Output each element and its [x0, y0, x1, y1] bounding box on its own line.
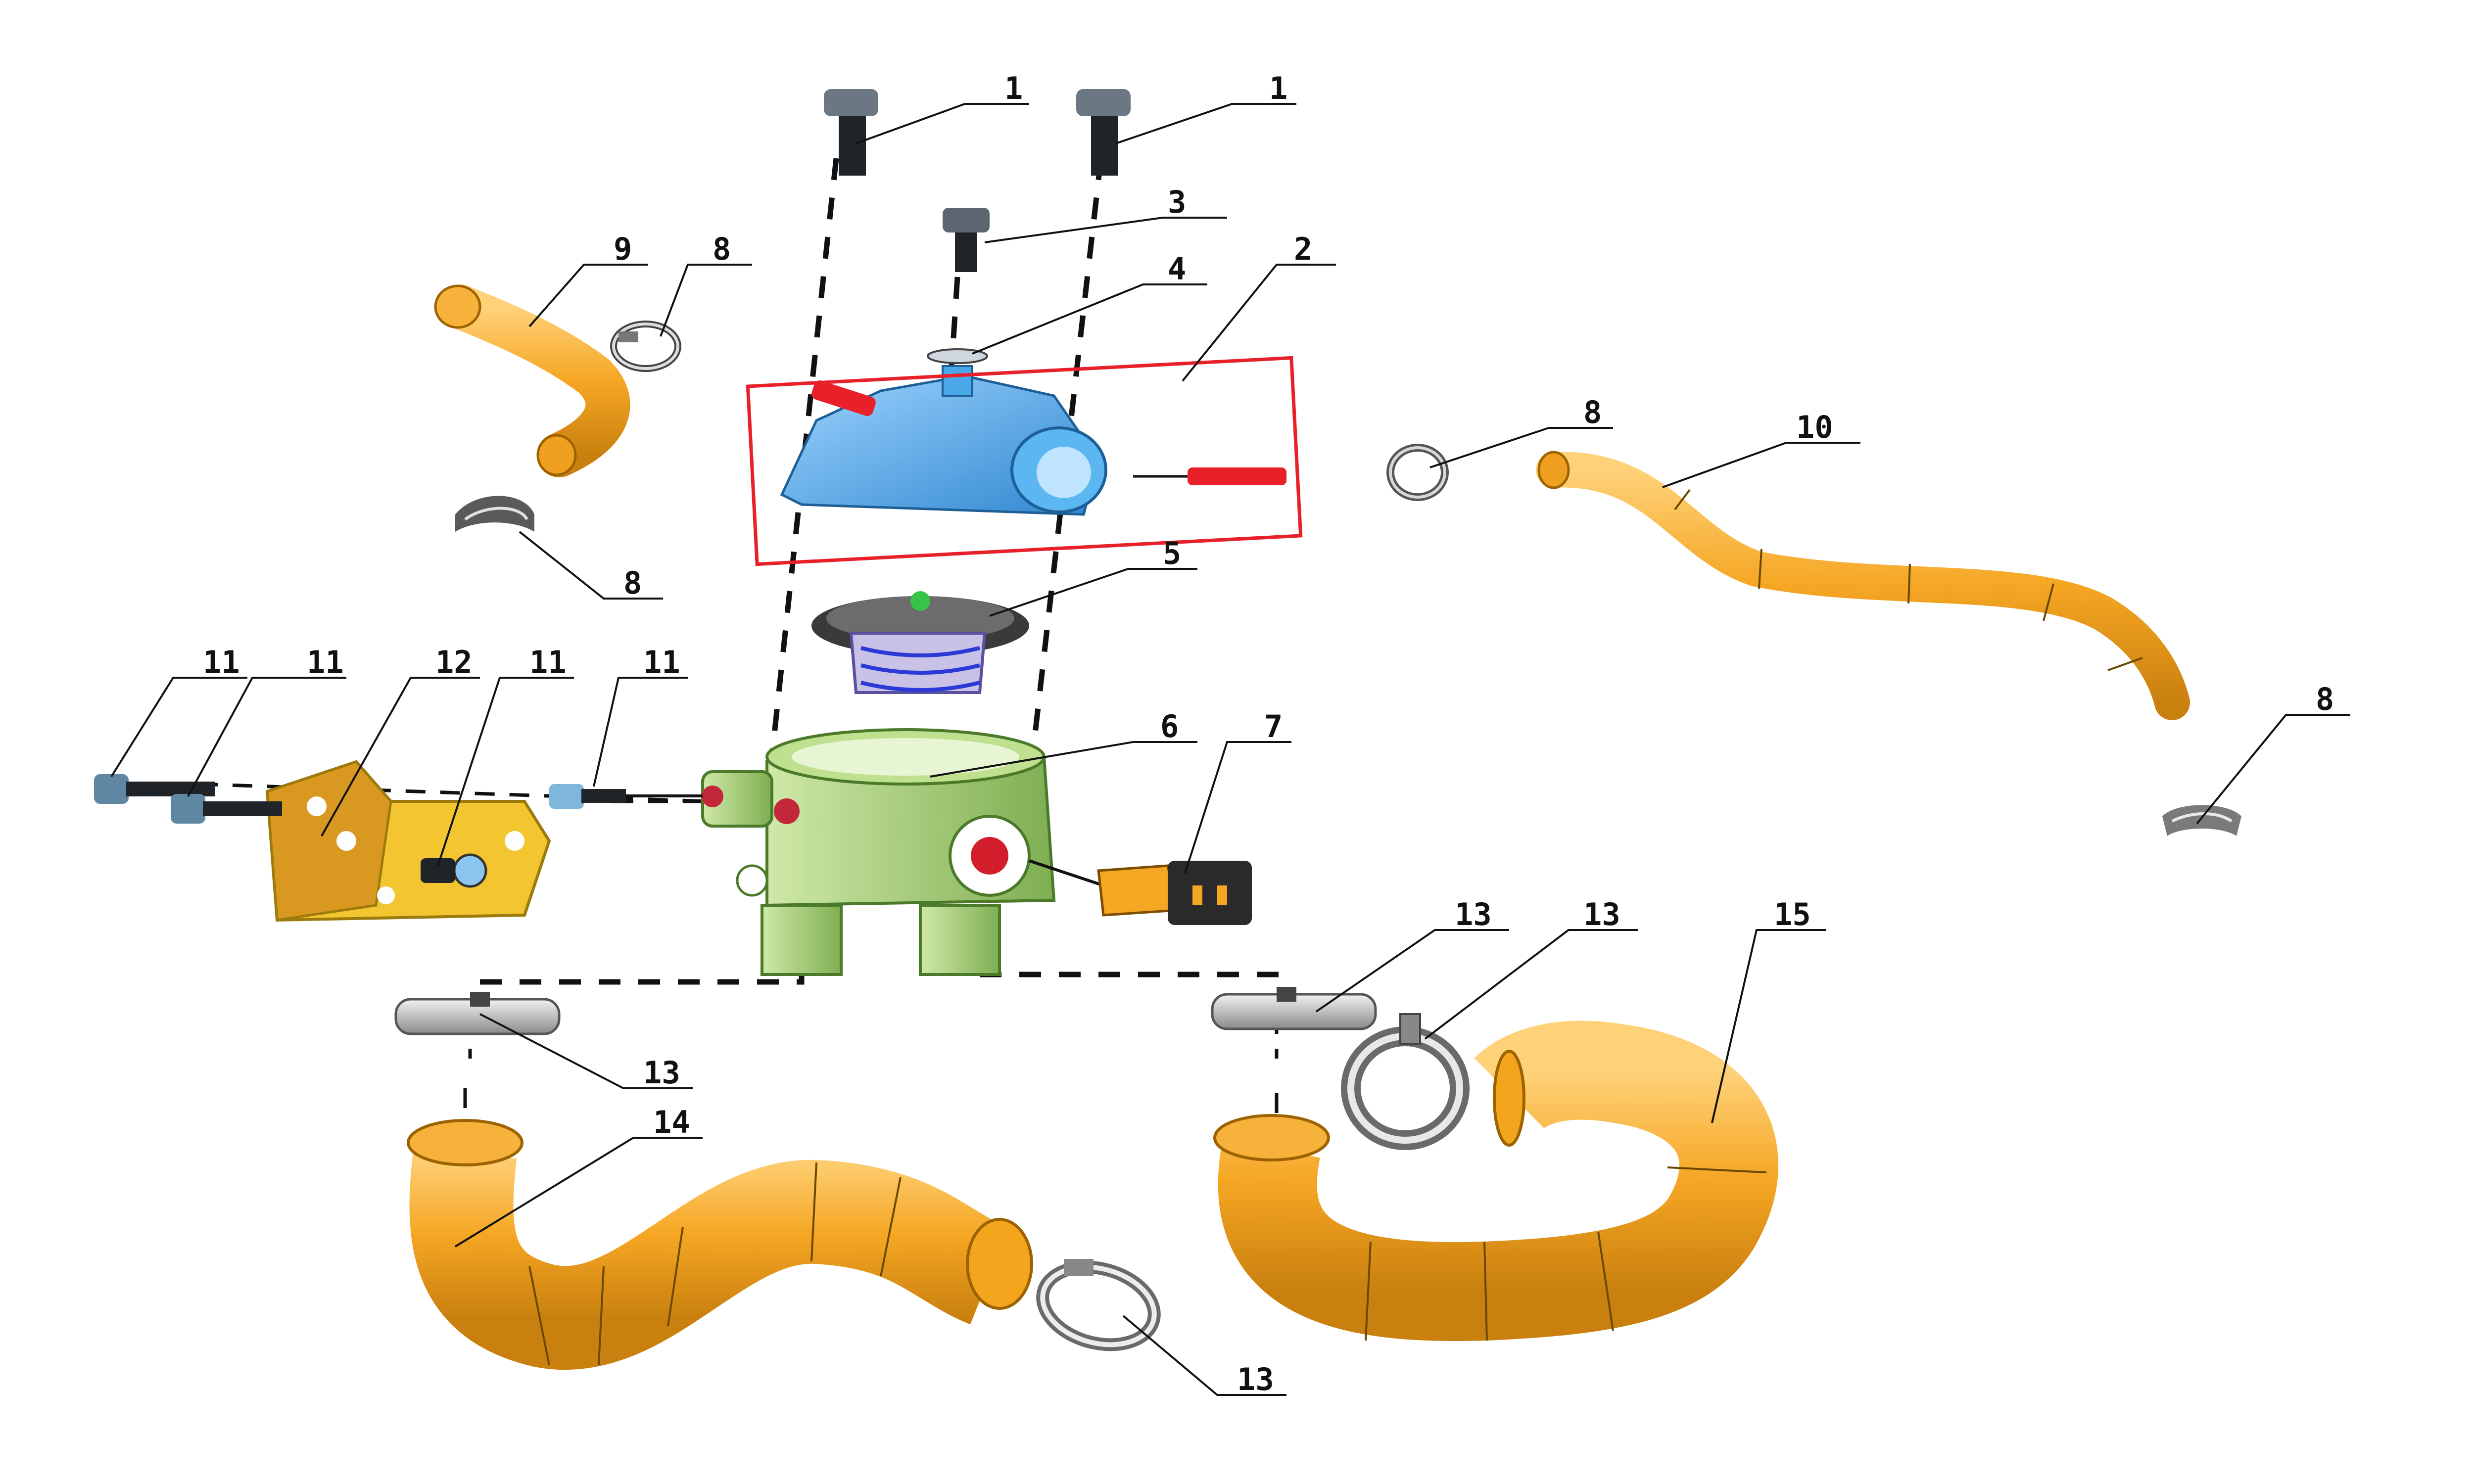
assembly-highlight-box: [746, 356, 1303, 566]
callout-15: 15: [1774, 896, 1811, 932]
callout-11-c: 11: [529, 644, 567, 680]
callout-13-bottom: 13: [1237, 1361, 1274, 1397]
callout-9: 9: [614, 231, 632, 267]
callout-1-left: 1: [1004, 70, 1023, 106]
thermostat-housing-6: [701, 728, 1056, 976]
thermostat-cover-2: [780, 365, 1286, 516]
callout-5: 5: [1163, 535, 1181, 571]
callout-13-center: 13: [1455, 896, 1492, 932]
assembly-guide-lines: [197, 158, 1286, 1133]
callout-6: 6: [1160, 708, 1179, 744]
callout-13-left: 13: [643, 1055, 680, 1091]
bracket-12: [265, 760, 551, 922]
bolt-11-b: [171, 794, 282, 824]
callout-12: 12: [435, 644, 473, 680]
clamp-13-a: [394, 992, 561, 1035]
bolt-11-c: [549, 784, 703, 809]
callout-11-b: 11: [307, 644, 344, 680]
callout-8-upper: 8: [713, 231, 731, 267]
clamp-8-b: [455, 496, 534, 532]
callout-1-right: 1: [1269, 70, 1287, 106]
hose-14: [407, 1119, 1033, 1370]
callout-8-far-right: 8: [2316, 681, 2334, 717]
hose-9: [434, 284, 630, 477]
temperature-sensor-7: [1029, 859, 1252, 925]
callout-13-right: 13: [1583, 896, 1620, 932]
clamp-8-d: [2162, 805, 2241, 836]
bolt-3: [943, 208, 990, 272]
callout-leader-lines: [110, 103, 2350, 1396]
callout-7: 7: [1264, 708, 1283, 744]
clamp-13-b: [1211, 987, 1377, 1030]
clamp-13-c: [1341, 1013, 1470, 1150]
bolt-1-right: [1076, 89, 1131, 176]
thermostat-5: [811, 591, 1029, 694]
hose-10: [1536, 451, 2190, 720]
callout-4: 4: [1168, 251, 1186, 287]
clamp-13-d: [1036, 1259, 1161, 1351]
callout-3: 3: [1168, 184, 1186, 220]
callout-8-left: 8: [623, 565, 642, 601]
clamp-8-a: [610, 321, 681, 372]
bolt-1-left: [824, 89, 878, 176]
callout-11-a: 11: [203, 644, 240, 680]
hose-15: [1213, 1020, 1778, 1342]
callout-14: 14: [653, 1104, 690, 1140]
clamp-8-c: [1386, 444, 1449, 501]
bolt-11-d: [421, 858, 455, 883]
callout-10: 10: [1796, 409, 1833, 445]
bolt-11-a: [94, 774, 215, 804]
callout-8-right: 8: [1583, 394, 1602, 430]
callout-11-d: 11: [643, 644, 680, 680]
callout-2: 2: [1294, 231, 1312, 267]
callout-labels: 1 1 3 4 2 9 8 8 8 8 10 5 11 11 12 11 11 …: [203, 70, 2334, 1397]
